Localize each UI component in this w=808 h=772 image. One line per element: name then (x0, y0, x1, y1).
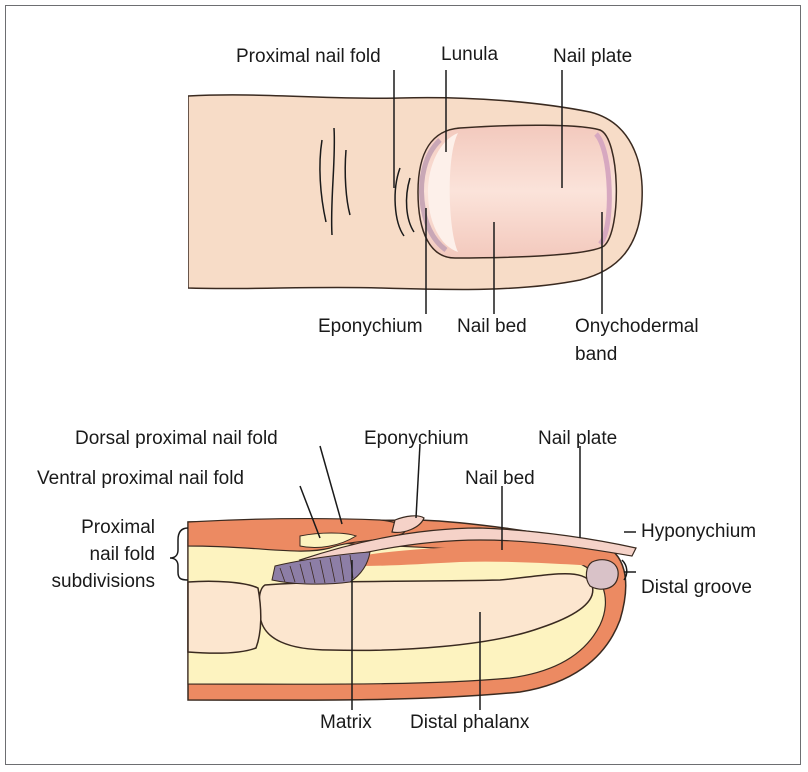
nail-plate-shape (417, 124, 617, 259)
label-proximal-line3: subdivisions (52, 571, 156, 592)
eponychium-tip (391, 515, 425, 533)
distal-groove-notch (621, 559, 628, 581)
label-proximal-nail-fold: Proximal nail fold (236, 46, 381, 67)
bottom-leader-lines (299, 443, 636, 710)
top-leader-lines (393, 70, 603, 314)
label-lunula: Lunula (441, 44, 498, 65)
hyponychium-blob (585, 559, 619, 590)
label-distal-groove: Distal groove (641, 577, 752, 598)
eponychium-shape (419, 138, 448, 253)
label-dorsal-proximal-nail-fold: Dorsal proximal nail fold (75, 428, 278, 449)
middle-phalanx-bone (187, 580, 262, 654)
finger-cross-section (169, 515, 637, 701)
label-distal-phalanx: Distal phalanx (410, 712, 530, 733)
label-proximal-line2: nail fold (90, 544, 156, 565)
label-matrix: Matrix (320, 712, 372, 733)
onychodermal-band-shape (594, 132, 612, 246)
label-onychodermal-line2: band (575, 344, 617, 365)
figure-frame (5, 5, 801, 765)
label-onychodermal-line1: Onychodermal (575, 316, 699, 337)
matrix-section (271, 551, 371, 585)
proximal-subdivision-bracket (169, 527, 189, 581)
label-eponychium-top: Eponychium (318, 316, 423, 337)
matrix-hatching (279, 554, 354, 584)
label-nail-bed-top: Nail bed (457, 316, 527, 337)
label-ventral-proximal-nail-fold: Ventral proximal nail fold (37, 468, 244, 489)
distal-phalanx-bone (258, 573, 594, 652)
label-hyponychium: Hyponychium (641, 521, 756, 542)
label-nail-bed-bottom: Nail bed (465, 468, 535, 489)
label-nail-plate-bottom: Nail plate (538, 428, 617, 449)
label-nail-plate-top: Nail plate (553, 46, 632, 67)
label-proximal-line1: Proximal (81, 517, 155, 538)
nail-fold-creases (394, 167, 415, 237)
label-eponychium-bottom: Eponychium (364, 428, 469, 449)
nail-plate-section (298, 527, 637, 567)
finger-top-view (180, 90, 643, 294)
lunula-shape (428, 133, 458, 252)
fold-fat-inner (299, 532, 358, 549)
nail-bed-section (360, 547, 612, 566)
knuckle-creases (319, 127, 351, 236)
